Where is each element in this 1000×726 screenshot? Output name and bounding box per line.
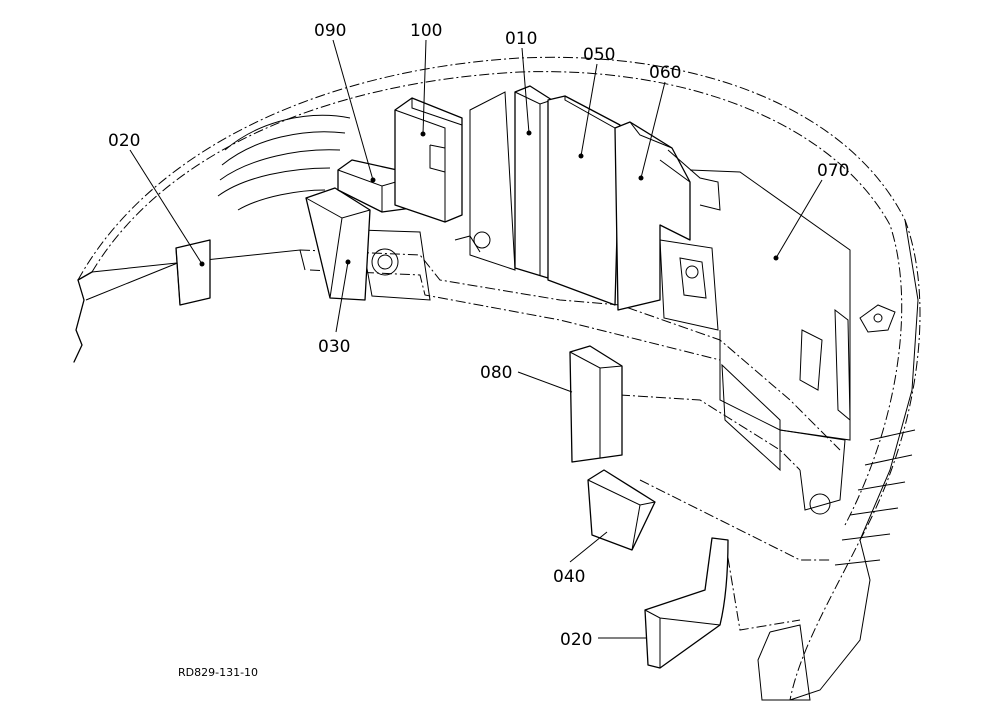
- leader-lines: [129, 39, 823, 639]
- figure-code: RD829-131-10: [178, 666, 258, 679]
- part-010: [514, 85, 553, 279]
- callout-030: 030: [318, 337, 350, 357]
- callout-070: 070: [817, 161, 849, 181]
- callout-040: 040: [553, 567, 585, 587]
- callout-010: 010: [505, 29, 537, 49]
- part-080: [569, 345, 623, 463]
- part-050: [547, 95, 621, 306]
- callout-020-lower: 020: [560, 630, 592, 650]
- weight-blocks: [175, 85, 729, 669]
- inner-frame: [299, 91, 851, 631]
- part-060: [614, 121, 691, 311]
- callout-080: 080: [480, 363, 512, 383]
- callout-090: 090: [314, 21, 346, 41]
- housing-shell: [73, 56, 921, 701]
- part-100: [394, 97, 463, 223]
- callout-labels: 020 030 090 100 010 050 060 070 080 040 …: [108, 21, 849, 650]
- callout-060: 060: [649, 63, 681, 83]
- part-020-lower: [644, 537, 729, 669]
- callout-100: 100: [410, 21, 442, 41]
- callout-020-upper: 020: [108, 131, 140, 151]
- callout-050: 050: [583, 45, 615, 65]
- part-040: [587, 469, 656, 551]
